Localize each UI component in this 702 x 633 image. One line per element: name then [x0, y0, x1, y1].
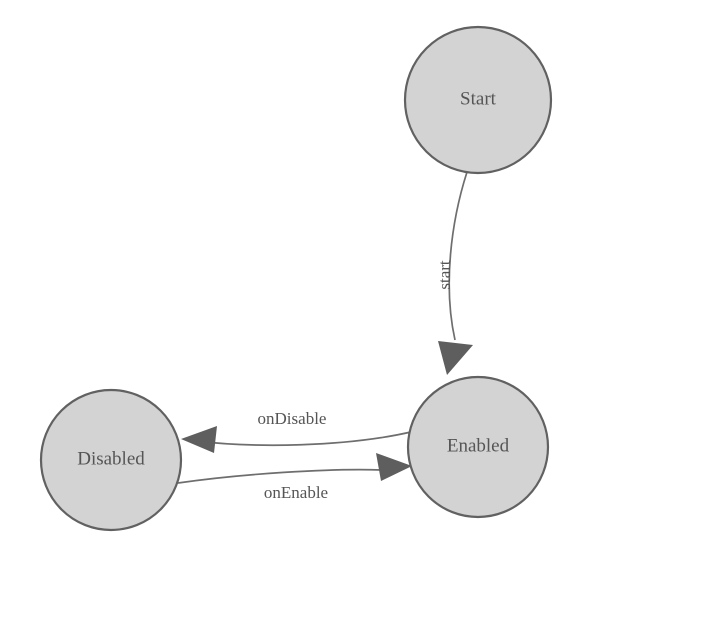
edge-start-to-enabled[interactable]: start: [435, 171, 473, 375]
edge-label-onenable: onEnable: [264, 483, 328, 502]
arrowhead-into-disabled: [181, 426, 217, 453]
edge-enabled-to-disabled-path: [195, 431, 412, 447]
state-node-disabled-label: Disabled: [77, 448, 145, 469]
state-node-disabled-circle: [39, 388, 183, 532]
state-node-enabled-label: Enabled: [447, 435, 510, 456]
edge-disabled-to-enabled[interactable]: onEnable: [177, 453, 412, 502]
edge-enabled-to-disabled[interactable]: onDisable: [181, 409, 412, 453]
arrowhead-into-enabled-left: [376, 453, 412, 481]
state-node-start-label: Start: [460, 88, 497, 109]
state-node-start[interactable]: Start: [403, 25, 553, 175]
state-node-enabled-circle: [406, 375, 550, 519]
state-node-enabled[interactable]: Enabled: [406, 375, 550, 519]
edge-disabled-to-enabled-path: [177, 468, 383, 484]
edge-label-start: start: [435, 260, 454, 290]
edge-label-ondisable: onDisable: [258, 409, 327, 428]
state-node-start-circle: [403, 25, 553, 175]
state-node-disabled[interactable]: Disabled: [39, 388, 183, 532]
arrowhead-into-enabled-top: [438, 341, 473, 375]
edge-start-to-enabled-path: [448, 171, 468, 341]
